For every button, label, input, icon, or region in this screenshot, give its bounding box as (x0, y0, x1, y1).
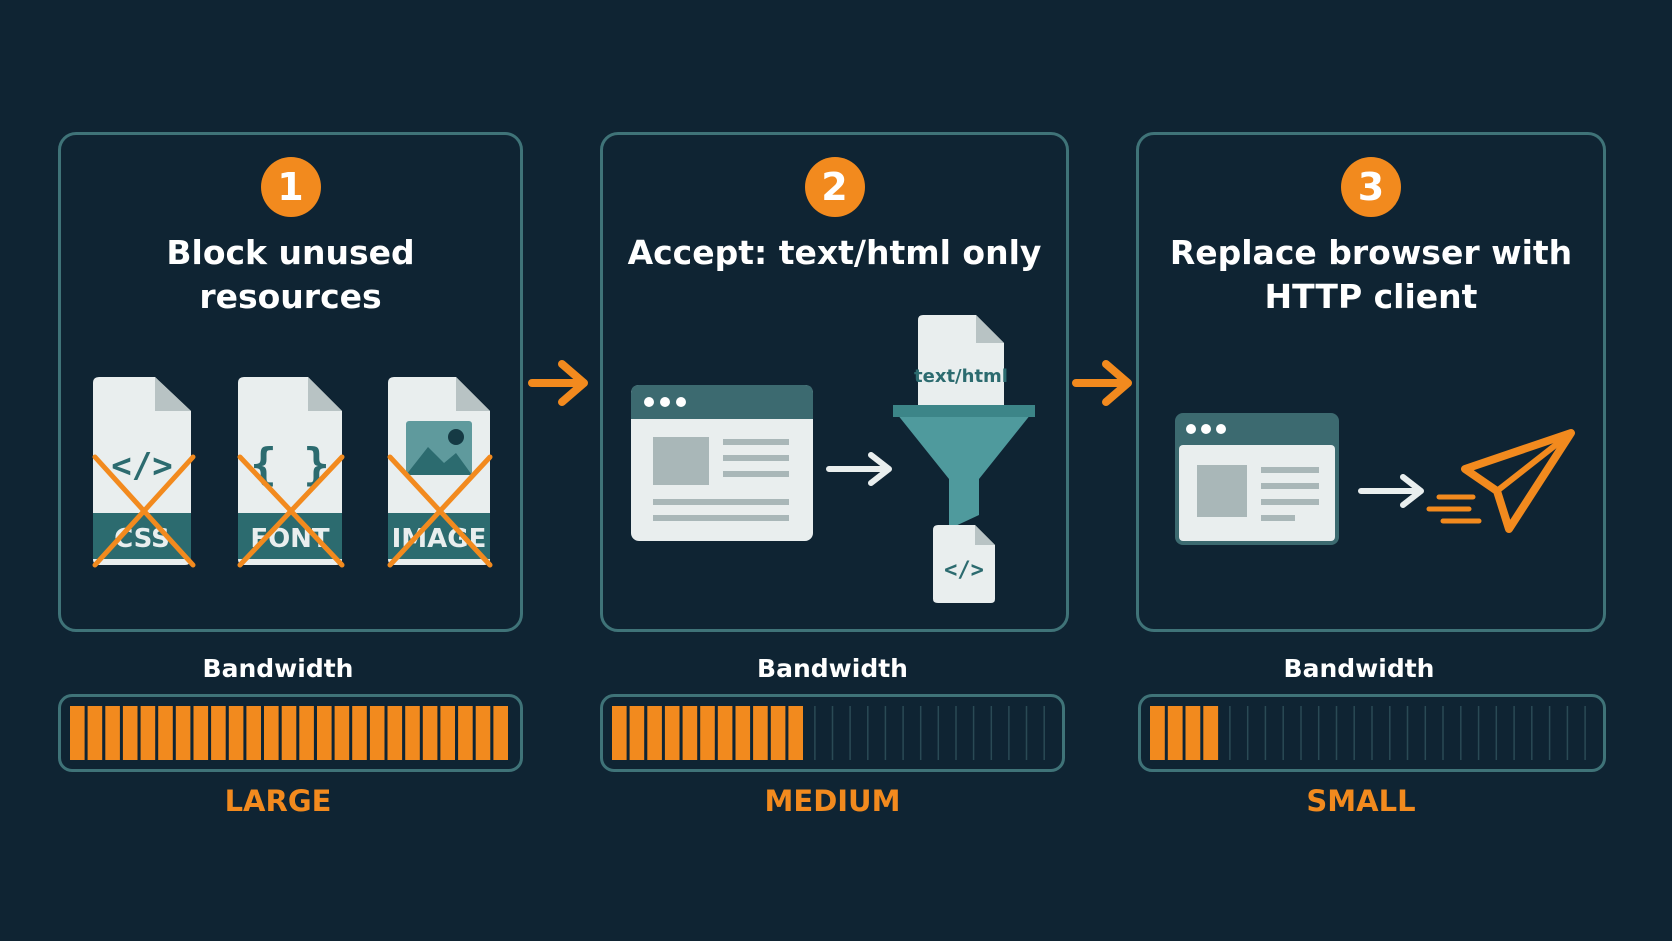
bandwidth-segment-filled (422, 706, 438, 760)
browser-window-icon (1175, 413, 1339, 545)
bandwidth-segment-filled (122, 706, 138, 760)
bandwidth-segment-filled (246, 706, 261, 760)
bandwidth-bar-fill (70, 706, 508, 760)
arrow-right-icon (1072, 360, 1132, 406)
step-1-title: Block unused resources (166, 233, 415, 316)
bandwidth-segment-filled (369, 706, 385, 760)
bandwidth-segment-filled (211, 706, 226, 760)
step-1-badge: 1 (260, 157, 321, 217)
bandwidth-segment-filled (1203, 706, 1219, 760)
bandwidth-label: Bandwidth (757, 654, 908, 683)
bandwidth-segment-filled (612, 706, 627, 760)
arrow-right-icon (528, 360, 588, 406)
bandwidth-segment-filled (717, 706, 733, 760)
bandwidth-segment-filled (70, 706, 85, 760)
css-file-icon: </> CSS (92, 377, 196, 568)
bandwidth-bar (1138, 694, 1606, 772)
image-file-icon: IMAGE (387, 377, 493, 568)
paper-plane-icon (1426, 429, 1575, 533)
bandwidth-segment-filled (228, 706, 244, 760)
bandwidth-bar-fill (612, 706, 1045, 760)
http-client-illustration (1175, 413, 1575, 545)
bandwidth-segment-filled (629, 706, 645, 760)
bandwidth-segment-filled (735, 706, 751, 760)
step-2-badge: 2 (804, 157, 865, 217)
bandwidth-segment-filled (1167, 706, 1183, 760)
browser-window-icon (631, 385, 813, 541)
bandwidth-segment-filled (770, 706, 786, 760)
funnel-icon (893, 405, 1035, 529)
bandwidth-segment-filled (647, 706, 662, 760)
step-2-title: Accept: text/html only (627, 233, 1042, 272)
bandwidth-segment-filled (317, 706, 332, 760)
bandwidth-segment-filled (299, 706, 314, 760)
bandwidth-bar (58, 694, 523, 772)
step-3-panel: 3 Replace browser with HTTP client (1136, 132, 1606, 632)
html-document-icon: text/html (914, 315, 1008, 425)
bandwidth-segment-filled (788, 706, 803, 760)
blocked-files-illustration: </> CSS { } FONT IMAGE (92, 377, 493, 568)
svg-text:text/html: text/html (914, 366, 1008, 387)
html-filter-illustration: text/html </> (631, 315, 1035, 603)
bandwidth-segment-filled (175, 706, 191, 760)
bandwidth-segment-filled (264, 706, 279, 760)
arrow-right-icon (1358, 474, 1424, 508)
bandwidth-segment-filled (352, 706, 367, 760)
bandwidth-segment-filled (458, 706, 473, 760)
bandwidth-segment-filled (281, 706, 297, 760)
bandwidth-segment-filled (700, 706, 715, 760)
bandwidth-segment-filled (440, 706, 455, 760)
arrow-right-icon (826, 452, 892, 486)
step-2-panel: 2 Accept: text/html only text/html (600, 132, 1069, 632)
bandwidth-segment-filled (475, 706, 491, 760)
bandwidth-segment-filled (87, 706, 103, 760)
bandwidth-segment-filled (193, 706, 209, 760)
step-3-title: Replace browser with HTTP client (1169, 233, 1573, 316)
bandwidth-bar (600, 694, 1065, 772)
bandwidth-segment-filled (158, 706, 173, 760)
step-1-panel: 1 Block unused resources </> CSS { } FON… (58, 132, 523, 632)
svg-text:</>: </> (944, 558, 984, 583)
font-file-icon: { } FONT (237, 377, 345, 568)
bandwidth-segment-filled (1150, 706, 1165, 760)
bandwidth-segment-filled (105, 706, 120, 760)
step-3-badge: 3 (1341, 157, 1401, 217)
bandwidth-size-label: SMALL (1306, 784, 1416, 818)
bandwidth-segment-filled (493, 706, 508, 760)
bandwidth-size-label: MEDIUM (764, 784, 901, 818)
bandwidth-segment-filled (334, 706, 350, 760)
bandwidth-label: Bandwidth (1283, 654, 1435, 683)
bandwidth-segment-filled (1185, 706, 1201, 760)
svg-text:</>: </> (111, 446, 172, 486)
bandwidth-size-label: LARGE (224, 784, 332, 818)
bandwidth-segment-filled (405, 706, 420, 760)
bandwidth-segment-filled (753, 706, 768, 760)
bandwidth-bar-fill (1150, 706, 1586, 760)
bandwidth-label: Bandwidth (202, 654, 354, 683)
bandwidth-segment-filled (682, 706, 698, 760)
code-file-icon: </> (933, 525, 995, 603)
bandwidth-segment-filled (387, 706, 403, 760)
bandwidth-segment-filled (140, 706, 156, 760)
bandwidth-segment-filled (664, 706, 680, 760)
